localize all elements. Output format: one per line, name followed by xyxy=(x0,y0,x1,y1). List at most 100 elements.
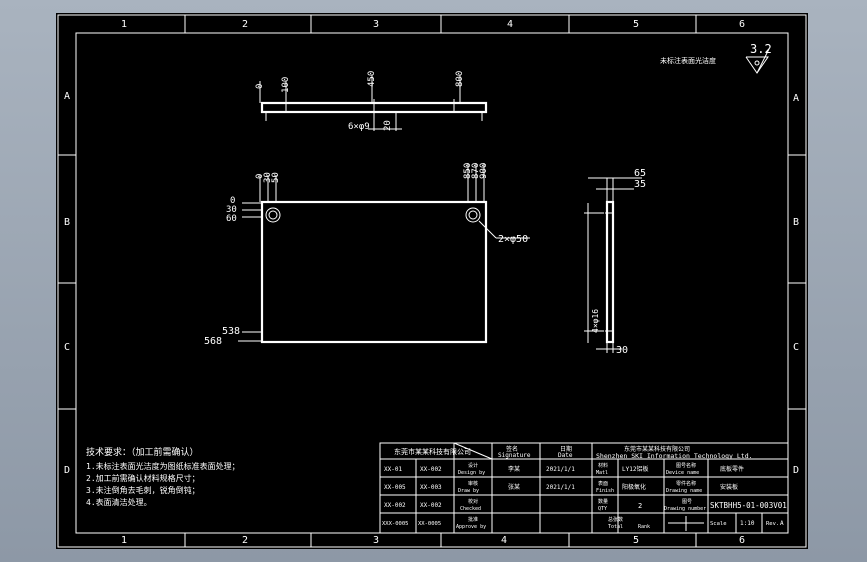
front-top-dim: 0 xyxy=(255,174,265,179)
title-block-row: XX-005 XX-003 审核 Draw by 张某 2021/1/1 表面 … xyxy=(384,480,738,494)
row-role-en: Approve by xyxy=(456,524,486,530)
row-date: 2021/1/1 xyxy=(546,484,575,491)
row-label-left: B xyxy=(64,217,70,228)
drawing-sheet: 1 2 3 4 5 6 1 2 3 4 5 6 A B C D A B C D … xyxy=(56,13,808,549)
row-role-cn: 批准 xyxy=(468,516,478,523)
row-rev: XX-002 xyxy=(420,466,442,473)
top-bottom-dim: 20 xyxy=(383,120,393,131)
title-block-company-cn: 东莞市某某科技有限公司 xyxy=(394,447,471,456)
row-label-right: C xyxy=(793,342,799,353)
row-value: Rank xyxy=(638,524,650,530)
row-role-cn: 校对 xyxy=(468,498,478,505)
row-label-left: D xyxy=(64,465,70,476)
title-block: 东莞市某某科技有限公司 签名 Signature 日期 Date 东莞市某某科技… xyxy=(379,442,789,534)
title-block-col-header-en: Date xyxy=(558,452,573,459)
row-code: XXX-0005 xyxy=(382,521,409,527)
row-value: 2 xyxy=(638,502,642,510)
row-rev: XX-0005 xyxy=(418,521,441,527)
row-label-left: A xyxy=(64,91,70,102)
row-code: XX-005 xyxy=(384,484,406,491)
side-view: 65 35 30 4×φ16 xyxy=(584,168,646,356)
rev-value: A xyxy=(780,520,784,527)
row-value: 底板零件 xyxy=(720,465,744,473)
row-field-cn: 材料 xyxy=(598,462,608,469)
row-role-cn: 设计 xyxy=(468,462,478,469)
front-top-dim: 50 xyxy=(271,172,281,183)
front-top-dim: 30 xyxy=(263,172,273,183)
row-field-en: Total xyxy=(608,524,623,530)
row-role-en: Design by xyxy=(458,470,485,476)
hole-left xyxy=(265,207,281,223)
row-code: XX-002 xyxy=(384,502,406,509)
top-dim: 0 xyxy=(255,84,265,89)
outer-border xyxy=(57,14,807,548)
front-left-dim: 30 xyxy=(226,205,237,215)
row-field-en: Device name xyxy=(666,470,699,476)
row-sign: 李某 xyxy=(508,465,520,473)
col-label-top: 5 xyxy=(633,19,639,30)
title-block-company-cn: 东莞市某某科技有限公司 xyxy=(624,445,690,453)
row-field-cn: 零件名称 xyxy=(676,480,696,487)
front-bottom-dim: 568 xyxy=(204,336,222,347)
row-date: 2021/1/1 xyxy=(546,466,575,473)
row-label-right: B xyxy=(793,217,799,228)
tech-note: 2.加工前需确认材料规格尺寸； xyxy=(86,473,200,483)
title-block-row: XX-01 XX-002 设计 Design by 李某 2021/1/1 材料… xyxy=(384,462,744,476)
roughness-symbol: 3.2 xyxy=(745,42,772,74)
technical-notes: 技术要求：（加工前需确认） 1.未标注表面光洁度为图纸标准表面处理； 2.加工前… xyxy=(86,446,240,507)
row-field-en: Drawing name xyxy=(666,488,702,494)
row-field-en: Drawing number xyxy=(664,506,706,512)
row-role-en: Checked xyxy=(460,506,481,512)
row-labels: A B C D A B C D xyxy=(58,91,806,476)
row-field-cn: 表面 xyxy=(598,480,608,487)
row-value: 安装板 xyxy=(720,483,738,491)
cad-drawing: 1 2 3 4 5 6 1 2 3 4 5 6 A B C D A B C D … xyxy=(57,14,807,548)
top-bottom-dim: 6×φ9 xyxy=(348,122,370,132)
col-label-top: 4 xyxy=(507,19,513,30)
row-field-cn: 图号名称 xyxy=(676,462,696,469)
row-field-cn: 数量 xyxy=(598,498,608,505)
row-role-cn: 审核 xyxy=(468,480,478,487)
row-field-cn: 总张数 xyxy=(608,516,623,523)
col-label-bottom: 3 xyxy=(373,535,379,546)
title-block-row: XXX-0005 XX-0005 批准 Approve by 总张数 Total… xyxy=(382,516,784,531)
front-bottom-dim: 538 xyxy=(222,326,240,337)
column-labels-bottom: 1 2 3 4 5 6 xyxy=(121,533,745,547)
front-view-outline xyxy=(260,200,488,344)
row-label-right: A xyxy=(793,93,799,104)
hole-note: 2×φ50 xyxy=(498,234,528,245)
front-top-dim: 850 xyxy=(463,163,473,179)
side-dim: 30 xyxy=(616,345,628,356)
front-view: 0 30 50 850 870 900 0 30 60 538 568 2×φ5… xyxy=(204,163,530,347)
row-field-cn: 图号 xyxy=(682,499,692,505)
front-top-dim: 900 xyxy=(479,163,489,179)
row-label-right: D xyxy=(793,465,799,476)
row-field-en: QTY xyxy=(598,506,607,512)
col-label-top: 3 xyxy=(373,19,379,30)
top-dim: 800 xyxy=(455,71,465,87)
row-sign: 张某 xyxy=(508,483,520,491)
col-label-bottom: 4 xyxy=(501,535,507,546)
col-label-bottom: 1 xyxy=(121,535,127,546)
column-labels-top: 1 2 3 4 5 6 xyxy=(121,15,745,33)
title-block-row: XX-002 XX-002 校对 Checked 数量 QTY 2 图号 Dra… xyxy=(384,498,787,512)
top-dim: 100 xyxy=(281,77,291,93)
row-value: 阳极氧化 xyxy=(622,483,646,491)
front-left-dim: 0 xyxy=(230,196,235,206)
row-rev: XX-002 xyxy=(420,502,442,509)
row-role-en: Draw by xyxy=(458,488,479,494)
front-left-dim: 60 xyxy=(226,214,237,224)
title-block-col-header-cn: 签名 xyxy=(506,445,518,453)
col-label-top: 6 xyxy=(739,19,745,30)
row-code: XX-01 xyxy=(384,466,402,473)
col-label-top: 1 xyxy=(121,19,127,30)
top-view: 0 100 450 800 6×φ9 20 xyxy=(255,71,488,132)
row-label-left: C xyxy=(64,342,70,353)
scale-label: Scale xyxy=(710,521,727,527)
title-block-company-en: Shenzhen SKI Information Technology Ltd. xyxy=(596,452,753,460)
col-label-bottom: 2 xyxy=(242,535,248,546)
roughness-value: 3.2 xyxy=(750,42,772,56)
side-view-outline xyxy=(605,200,615,344)
tech-note: 3.未注倒角去毛刺，锐角倒钝； xyxy=(86,485,200,495)
row-field-en: Finish xyxy=(596,488,614,494)
